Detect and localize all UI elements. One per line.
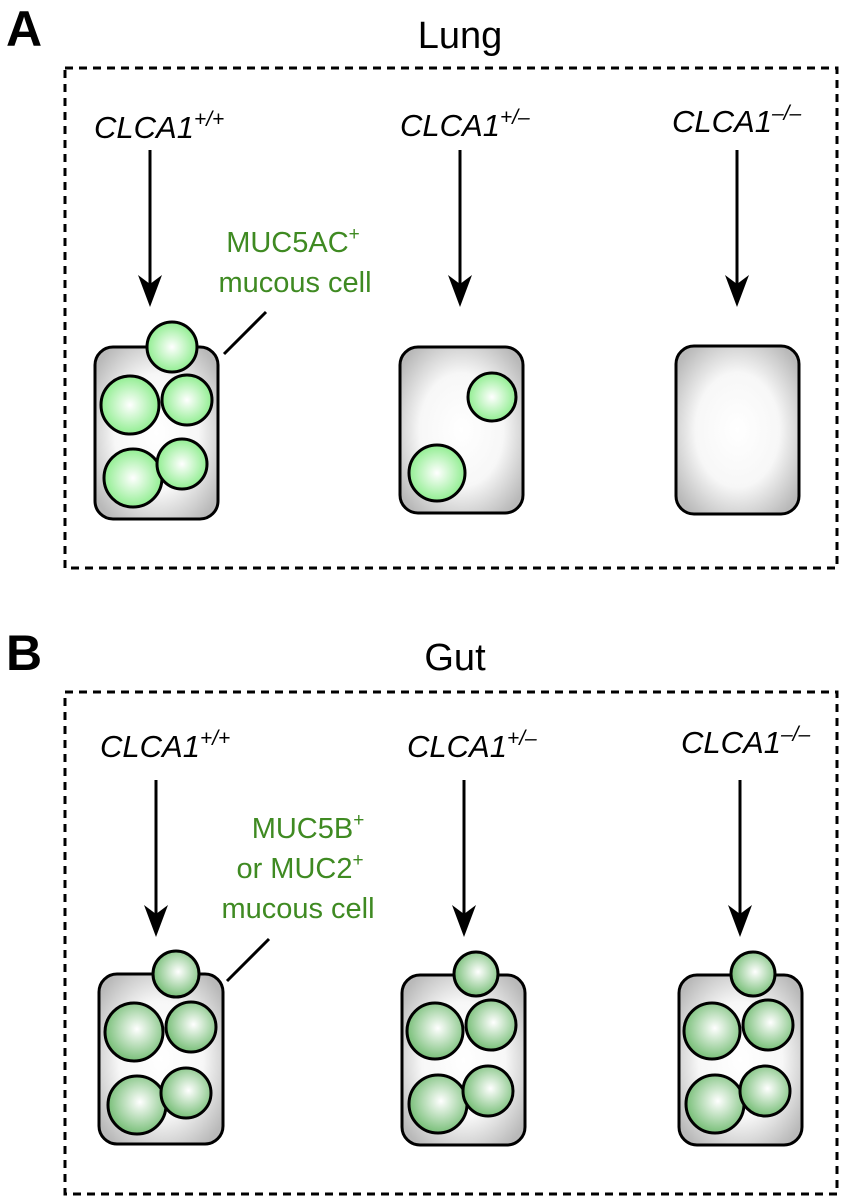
lung-genotype-heterozygous: CLCA1+/– xyxy=(400,106,530,143)
mucus-granule xyxy=(684,1073,746,1135)
panel-a-frame xyxy=(63,66,839,570)
panel-b-title: Gut xyxy=(424,637,486,679)
lung-column-knockout: CLCA1–/– xyxy=(672,102,801,516)
mucus-granule xyxy=(729,950,777,998)
gut-callout-line3: mucous cell xyxy=(221,893,374,925)
mucus-granule xyxy=(155,437,209,491)
gut-granules-knockout xyxy=(682,950,795,1135)
gut-arrowhead-heterozygous xyxy=(452,905,476,937)
mucus-granule xyxy=(106,1074,168,1136)
mucus-granule xyxy=(159,1066,213,1120)
lung-callout-line1: MUC5AC+ xyxy=(226,224,360,259)
gut-callout-line1: MUC5B+ xyxy=(252,810,365,845)
mucus-granule xyxy=(99,374,161,436)
gut-granules-wildtype xyxy=(103,949,218,1136)
panel-a: A Lung CLCA1+/+ MUC5AC+ mucous cell CLCA… xyxy=(6,1,839,570)
mucus-granule xyxy=(160,373,214,427)
gut-arrowhead-wildtype xyxy=(144,905,168,937)
lung-genotype-wildtype: CLCA1+/+ xyxy=(94,108,224,145)
mucus-granule xyxy=(464,998,518,1052)
mucus-granule xyxy=(103,1001,165,1063)
mucus-granule xyxy=(164,1000,218,1054)
lung-column-wildtype: CLCA1+/+ MUC5AC+ mucous cell xyxy=(93,108,372,521)
gut-genotype-knockout: CLCA1–/– xyxy=(681,723,810,760)
gut-callout-line2: or MUC2+ xyxy=(236,850,363,885)
mucus-granule xyxy=(738,1064,792,1118)
lung-granules-wildtype xyxy=(99,320,214,509)
mucus-granule xyxy=(452,950,500,998)
mucus-granule xyxy=(461,1064,515,1118)
gut-column-wildtype: CLCA1+/+ MUC5B+ or MUC2+ mucous cell xyxy=(97,727,375,1146)
mucus-granule xyxy=(102,447,164,509)
lung-arrowhead-knockout xyxy=(725,275,749,307)
gut-column-knockout: CLCA1–/– xyxy=(677,723,810,1147)
lung-arrowhead-wildtype xyxy=(138,275,162,307)
lung-callout-line2: mucous cell xyxy=(218,267,371,299)
panel-b-letter: B xyxy=(6,625,42,681)
mucus-granule xyxy=(407,443,467,503)
lung-arrowhead-heterozygous xyxy=(448,275,472,307)
panel-a-letter: A xyxy=(6,1,42,57)
mucus-granule xyxy=(741,998,795,1052)
panel-a-title: Lung xyxy=(418,15,503,57)
gut-arrowhead-knockout xyxy=(728,905,752,937)
lung-genotype-knockout: CLCA1–/– xyxy=(672,102,801,139)
gut-genotype-heterozygous: CLCA1+/– xyxy=(407,727,537,764)
lung-cell-knockout xyxy=(674,344,801,516)
mucus-granule xyxy=(407,1073,469,1135)
gut-column-heterozygous: CLCA1+/– xyxy=(400,727,537,1147)
gut-callout-leader xyxy=(225,937,271,983)
lung-callout-leader xyxy=(222,310,268,356)
mucus-granule xyxy=(682,1001,742,1061)
panel-b: B Gut CLCA1+/+ MUC5B+ or MUC2+ mucous ce… xyxy=(6,625,839,1196)
gut-granules-heterozygous xyxy=(405,950,518,1135)
lung-column-heterozygous: CLCA1+/– xyxy=(398,106,530,515)
mucus-granule xyxy=(145,320,199,374)
lung-granules-heterozygous xyxy=(407,371,518,503)
panel-b-frame xyxy=(63,690,839,1196)
mucus-granule xyxy=(405,1001,465,1061)
gut-genotype-wildtype: CLCA1+/+ xyxy=(100,727,230,764)
mucus-granule xyxy=(466,371,518,423)
mucus-granule xyxy=(151,949,201,999)
